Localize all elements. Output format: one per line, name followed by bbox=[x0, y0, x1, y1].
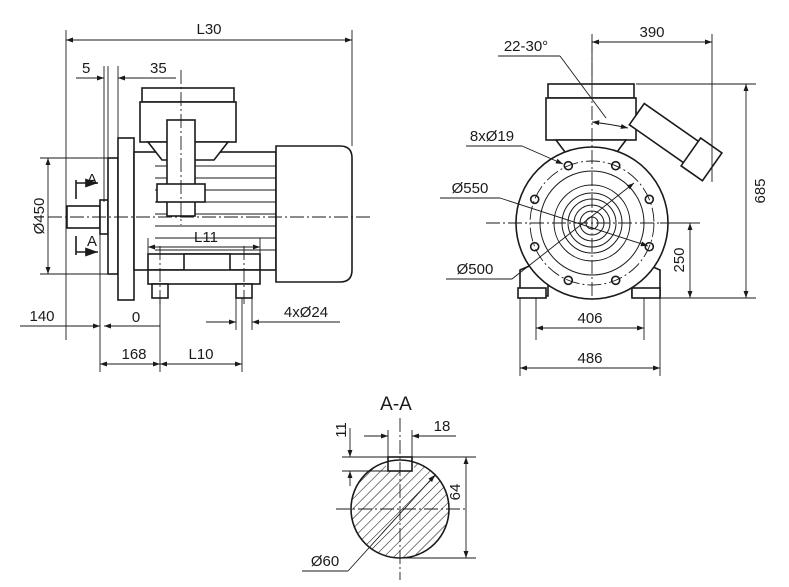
fan-cover bbox=[275, 145, 353, 283]
dim-35-label: 35 bbox=[150, 60, 167, 77]
overall-length-label: L30 bbox=[196, 21, 221, 38]
flange-holes-label: 8xØ19 bbox=[470, 128, 514, 145]
foot-width-label: 486 bbox=[577, 350, 602, 367]
section-labels: 11 18 64 Ø60 bbox=[311, 418, 464, 570]
section-mark-top: A bbox=[87, 171, 97, 188]
pcd-label: Ø550 bbox=[452, 180, 489, 197]
dim-168-label: 168 bbox=[121, 346, 146, 363]
bolt-holes bbox=[529, 160, 655, 286]
terminal-box-lid bbox=[141, 87, 235, 103]
motor-frame bbox=[133, 151, 277, 271]
key-width-label: 18 bbox=[434, 418, 451, 435]
side-view-labels: L30 5 35 Ø450 A A L11 0 140 168 L10 4xØ2… bbox=[29, 21, 328, 363]
section-title: A-A bbox=[380, 394, 412, 415]
shaft-dia-label: Ø60 bbox=[311, 553, 339, 570]
key-height-label: 64 bbox=[447, 484, 464, 501]
front-view-labels: 22-30° 390 8xØ19 Ø550 Ø500 685 250 406 4… bbox=[452, 24, 769, 367]
shaft-height-label: 250 bbox=[671, 247, 688, 272]
section-mark-bottom: A bbox=[87, 233, 97, 250]
dim-140-label: 140 bbox=[29, 308, 54, 325]
foot-span-label: 406 bbox=[577, 310, 602, 327]
base-plate bbox=[147, 269, 261, 285]
foot-holes-label: 4xØ24 bbox=[284, 304, 328, 321]
gland-offset-label: 390 bbox=[639, 24, 664, 41]
section-dimensions bbox=[302, 428, 476, 572]
flange-plate bbox=[117, 137, 135, 301]
overall-height-label: 685 bbox=[752, 178, 769, 203]
side-view bbox=[48, 70, 370, 304]
dim-5-label: 5 bbox=[82, 60, 90, 77]
spigot-label: Ø500 bbox=[457, 261, 494, 278]
terminal-box-dim-label: L11 bbox=[194, 229, 218, 246]
key-depth-label: 11 bbox=[333, 422, 350, 438]
flange-spigot bbox=[107, 157, 119, 275]
side-view-dimensions bbox=[20, 30, 353, 372]
front-terminal-box bbox=[545, 97, 637, 141]
foot-dim-label: L10 bbox=[188, 346, 213, 363]
front-view-dimensions bbox=[440, 34, 756, 376]
dim-0-label: 0 bbox=[132, 309, 140, 326]
angle-label: 22-30° bbox=[504, 38, 548, 55]
flange-dia-label: Ø450 bbox=[31, 198, 48, 235]
front-terminal-lid bbox=[547, 83, 635, 99]
